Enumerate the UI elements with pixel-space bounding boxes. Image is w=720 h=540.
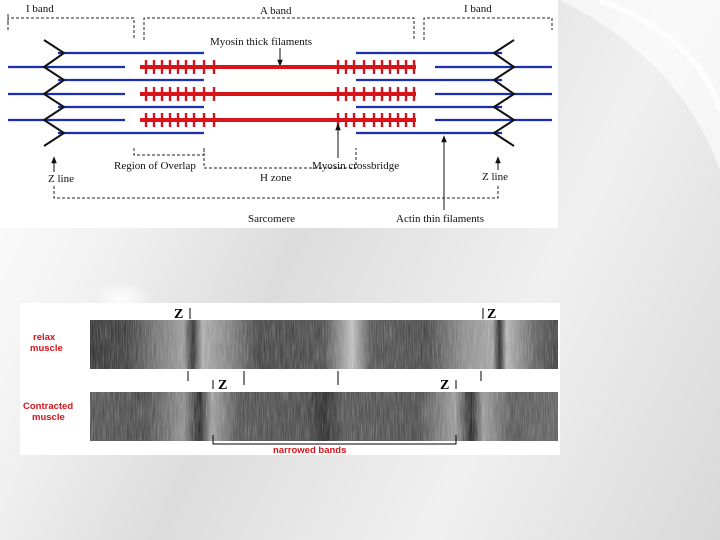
relaxed-muscle-micrograph — [90, 320, 558, 369]
myosin-filaments — [140, 60, 416, 127]
z-marker-bottom-left: Z — [218, 378, 227, 393]
micrograph-panel: relax muscle Contracted muscle Z Z Z Z n… — [20, 303, 560, 456]
relax-label-line2: muscle — [30, 343, 63, 354]
sarcomere-diagram: I band A band I band Myosin thick filame… — [7, 3, 553, 225]
actin-thin-label: Actin thin filaments — [396, 213, 484, 225]
z-marker-top-right: Z — [487, 307, 496, 322]
i-band-left-label: I band — [26, 3, 54, 15]
overlap-bracket — [133, 148, 205, 156]
z-line-right-label: Z line — [482, 171, 508, 183]
z-marker-top-left: Z — [174, 307, 183, 322]
band-guide-ticks — [187, 371, 482, 389]
contracted-muscle-micrograph — [90, 392, 558, 441]
band-brackets — [7, 14, 553, 40]
sarcomere-bracket — [53, 186, 499, 199]
actin-filaments — [8, 51, 552, 135]
sarcomere-diagram-panel: I band A band I band Myosin thick filame… — [0, 0, 558, 228]
contracted-muscle-label: Contracted muscle — [23, 401, 76, 423]
z-line-left — [42, 39, 66, 147]
narrowed-bands-label: narrowed bands — [273, 445, 346, 455]
narrowed-bands-bracket — [212, 435, 457, 445]
relax-muscle-label: relax muscle — [30, 332, 63, 354]
micrograph-figure: relax muscle Contracted muscle Z Z Z Z n… — [23, 307, 558, 456]
contracted-label-line2: muscle — [32, 412, 65, 423]
myosin-thick-label: Myosin thick filaments — [210, 36, 312, 48]
region-overlap-label: Region of Overlap — [114, 160, 196, 172]
z-line-left-label: Z line — [48, 173, 74, 185]
h-zone-label: H zone — [260, 172, 292, 184]
sarcomere-label: Sarcomere — [248, 213, 295, 225]
a-band-label: A band — [260, 5, 292, 17]
i-band-left-bracket — [7, 17, 135, 40]
z-marker-bottom-right: Z — [440, 378, 449, 393]
background-swoosh-2 — [598, 0, 720, 111]
z-line-right — [492, 39, 516, 147]
myosin-crossbridge-label: Myosin crossbridge — [312, 160, 399, 172]
a-band-bracket — [143, 17, 415, 40]
myosin-crossbridges — [144, 60, 416, 127]
contracted-label-line1: Contracted — [23, 401, 73, 412]
h-zone-bracket — [203, 148, 357, 169]
background-swoosh — [560, 0, 720, 170]
i-band-right-bracket — [423, 17, 553, 40]
relax-label-line1: relax — [33, 332, 56, 343]
i-band-right-label: I band — [464, 3, 492, 15]
bottom-brackets — [53, 148, 499, 199]
